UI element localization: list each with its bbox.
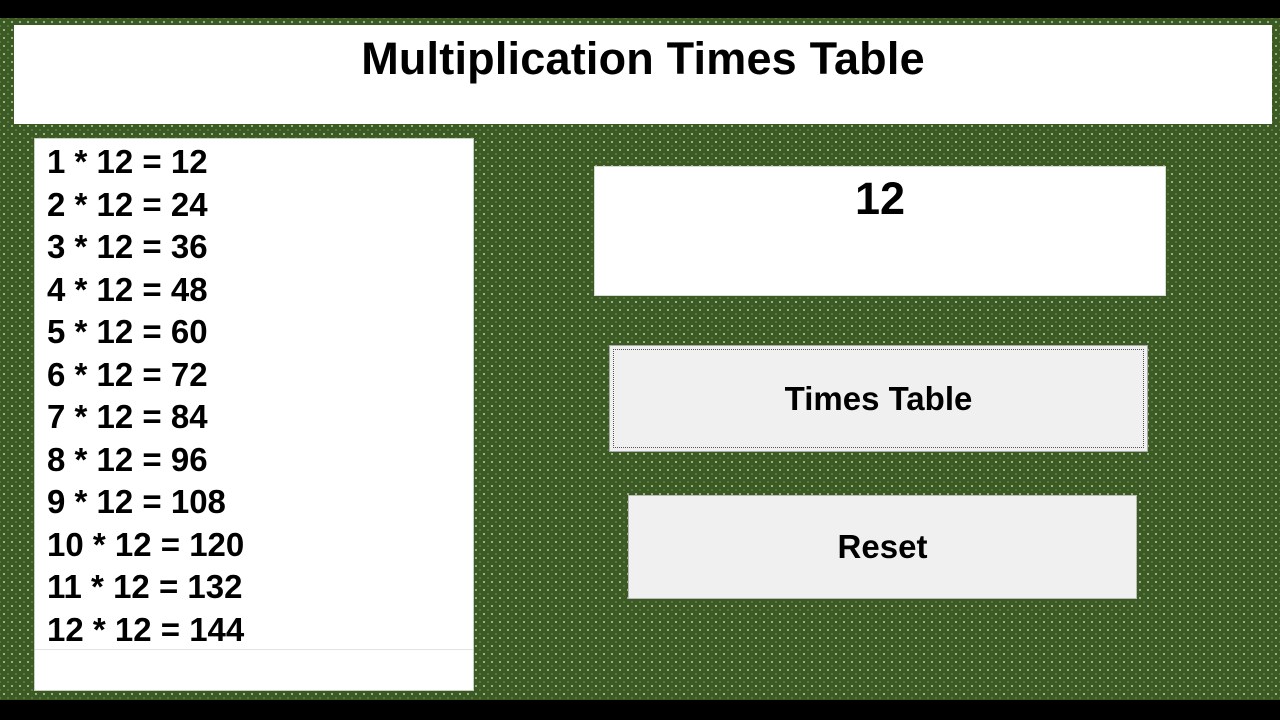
list-item[interactable]: 1 * 12 = 12	[47, 143, 208, 180]
list-item[interactable]: 10 * 12 = 120	[47, 525, 245, 563]
list-item[interactable]: 9 * 12 = 108	[47, 483, 226, 520]
list-item[interactable]: 5 * 12 = 60	[47, 313, 208, 350]
title-panel: Multiplication Times Table	[14, 25, 1272, 124]
times-table-button[interactable]: Times Table	[609, 345, 1148, 452]
list-item[interactable]: 8 * 12 = 96	[47, 440, 208, 478]
list-item[interactable]: 11 * 12 = 132	[47, 568, 243, 605]
list-item[interactable]: 4 * 12 = 48	[47, 270, 208, 308]
list-item[interactable]: 2 * 12 = 24	[47, 185, 208, 223]
reset-button-label: Reset	[837, 528, 928, 565]
list-item[interactable]: 12 * 12 = 144	[47, 610, 245, 648]
number-input[interactable]: 12	[594, 166, 1166, 296]
list-item[interactable]: 3 * 12 = 36	[47, 228, 208, 265]
app-window: Multiplication Times Table 1 * 12 = 12 2…	[0, 18, 1280, 700]
page-title: Multiplication Times Table	[361, 33, 925, 84]
list-item[interactable]: 7 * 12 = 84	[47, 398, 208, 435]
times-table-button-label: Times Table	[784, 379, 973, 417]
list-item[interactable]: 6 * 12 = 72	[47, 355, 208, 393]
focus-rectangle	[613, 349, 1144, 448]
list-divider	[35, 649, 473, 650]
reset-button[interactable]: Reset	[628, 495, 1137, 599]
results-listbox[interactable]: 1 * 12 = 12 2 * 12 = 24 3 * 12 = 36 4 * …	[34, 138, 474, 691]
